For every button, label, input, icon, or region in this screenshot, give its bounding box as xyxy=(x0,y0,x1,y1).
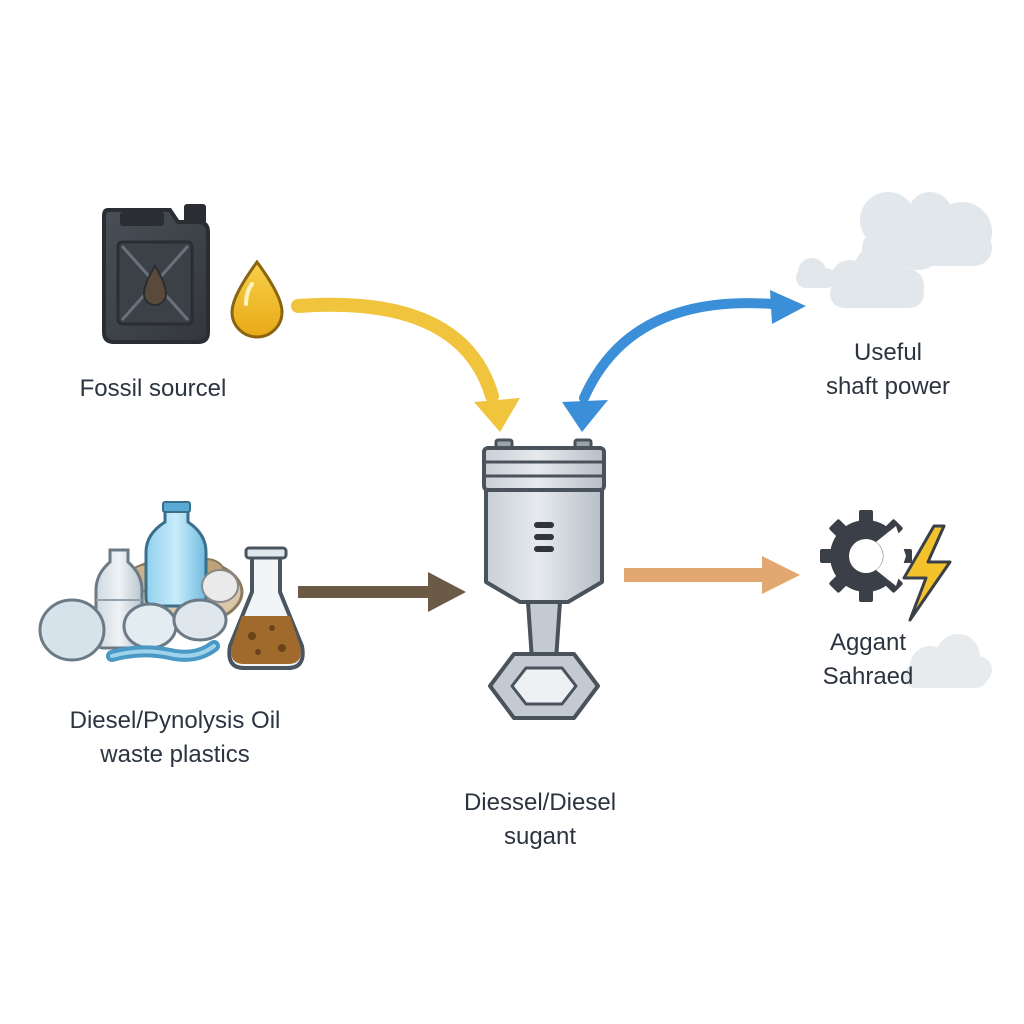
engine-label-line2: sugant xyxy=(503,823,577,850)
fossil-to-engine-arrow xyxy=(291,297,520,432)
engine-piston-icon xyxy=(482,438,606,720)
output-exhaust-label: Aggant Sahraed xyxy=(770,626,966,694)
plastics-label: Diesel/Pynolysis Oil waste plastics xyxy=(30,704,320,772)
plastics-label-line1: Diesel/Pynolysis Oil xyxy=(69,707,281,734)
plastics-label-line2: waste plastics xyxy=(100,741,250,768)
engine-label: Diessel/Diesel sugant xyxy=(430,786,650,854)
fuel-jerrycan-icon xyxy=(102,204,210,344)
output-power-line1: Useful xyxy=(853,339,923,366)
cloud-icon xyxy=(904,634,992,688)
output-power-line2: shaft power xyxy=(825,373,951,400)
output-power-label: Useful shaft power xyxy=(790,336,986,404)
engine-label-line1: Diessel/Diesel xyxy=(463,789,617,816)
fossil-source-text: Fossil sourcel xyxy=(79,375,227,402)
output-exhaust-line2: Sahraed xyxy=(822,663,914,690)
fossil-source-label: Fossil sourcel xyxy=(50,372,256,406)
lightning-bolt-icon xyxy=(902,524,952,622)
pyrolysis-oil-flask-icon xyxy=(227,546,305,670)
oil-drop-icon xyxy=(230,259,284,339)
engine-to-power-arrow xyxy=(562,290,806,432)
plastics-to-engine-arrow xyxy=(298,572,466,612)
engine-to-output-arrow xyxy=(624,556,800,594)
plastic-waste-pile-icon xyxy=(38,501,244,662)
gear-icon xyxy=(820,510,912,602)
output-exhaust-line1: Aggant xyxy=(829,629,907,656)
cloud-icon xyxy=(796,192,992,308)
